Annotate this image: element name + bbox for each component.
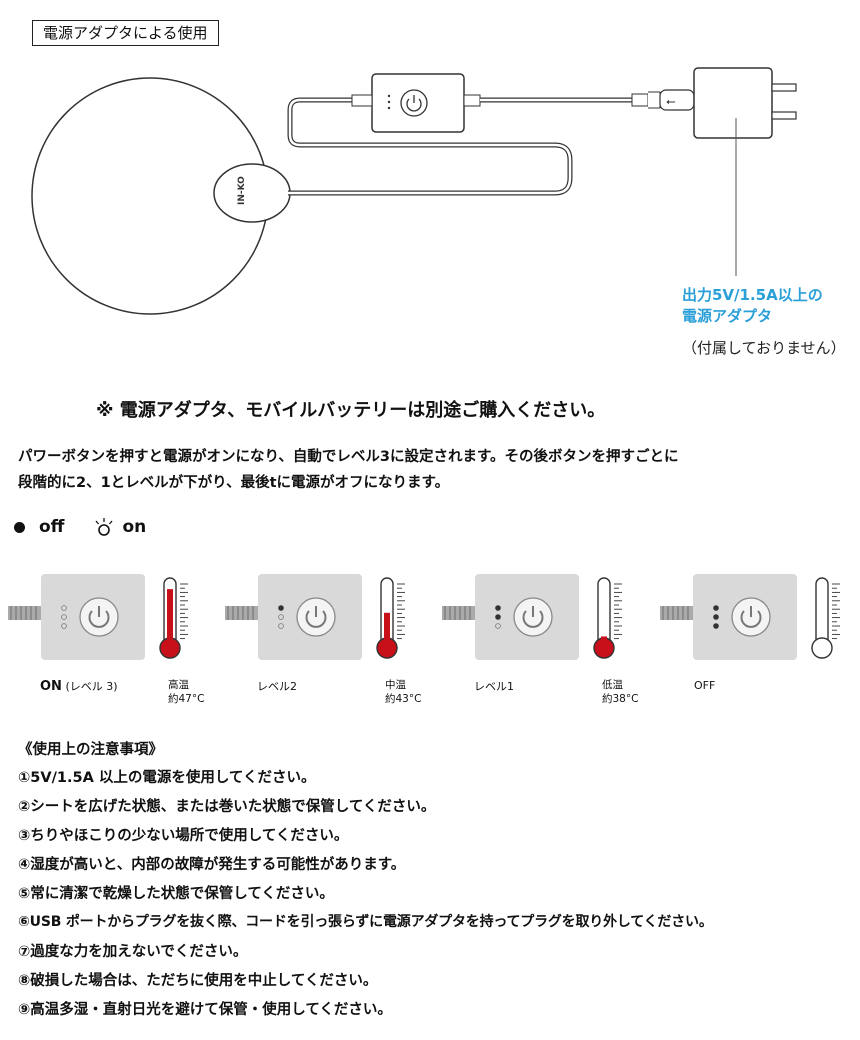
caution-item: ⑦過度な力を加えないでください。 <box>18 944 248 960</box>
cable-stub <box>660 606 694 620</box>
caution-item: ④湿度が高いと、内部の故障が発生する可能性があります。 <box>18 857 406 873</box>
led-indicator <box>278 614 284 620</box>
level-sub-label: レベル2 <box>257 680 297 693</box>
caution-item: ②シートを広げた状態、または巻いた状態で保管してください。 <box>18 799 436 815</box>
level-state: ON (レベル 3) 高温約47°C <box>8 560 218 710</box>
led-indicator <box>61 605 67 611</box>
adapter-notice: ※ 電源アダプタ、モバイルバッテリーは別途ご購入ください。 <box>96 400 606 421</box>
adapter-note-line3: （付属しておりません） <box>682 339 846 357</box>
caution-item: ①5V/1.5A 以上の電源を使用してください。 <box>18 770 316 786</box>
level-state: OFF <box>660 560 860 710</box>
temp-name: 低温 <box>602 679 623 691</box>
mercury-level <box>167 589 173 648</box>
led-off-icon <box>14 521 25 533</box>
mercury-level <box>384 612 390 648</box>
led-indicator <box>713 605 719 611</box>
temp-name: 中温 <box>385 679 406 691</box>
adapter-note-line1: 出力5V/1.5A以上の <box>682 286 823 304</box>
caution-item: ⑧破損した場合は、ただちに使用を中止してください。 <box>18 973 378 989</box>
led-indicator <box>495 614 501 620</box>
adapter-note-line2: 電源アダプタ <box>682 307 773 325</box>
led-indicator <box>713 623 719 629</box>
temp-value: 約38°C <box>602 693 639 705</box>
led-indicator <box>61 614 67 620</box>
cable-stub <box>225 606 259 620</box>
temp-value: 約43°C <box>385 693 422 705</box>
led-indicator <box>495 605 501 611</box>
caution-item: ⑤常に清潔で乾燥した状態で保管してください。 <box>18 886 334 902</box>
power-adapter <box>693 67 773 139</box>
product-illustration: IN-KO ⭠ <box>31 67 797 315</box>
caution-item: ⑥USB ポートからプラグを抜く際、コードを引っ張らずに電源アダプタを持ってプラ… <box>18 914 713 930</box>
level-main-label: ON <box>40 679 62 694</box>
temp-name: 高温 <box>168 679 189 691</box>
section-title: 電源アダプタによる使用 <box>32 20 219 46</box>
temp-value: 約47°C <box>168 693 205 705</box>
led-indicator <box>495 623 501 629</box>
legend-off-label: off <box>39 517 65 537</box>
led-indicator <box>713 614 719 620</box>
legend-on-label: on <box>122 517 147 537</box>
pad-connector <box>213 163 291 223</box>
description-line1: パワーボタンを押すと電源がオンになり、自動でレベル3に設定されます。その後ボタン… <box>18 449 679 465</box>
led-indicator <box>61 623 67 629</box>
led-legend: off on <box>14 516 146 538</box>
level-sub-label: レベル1 <box>474 680 514 693</box>
level-sub-label: (レベル 3) <box>65 680 118 693</box>
led-indicator <box>278 623 284 629</box>
brand-logo: IN-KO <box>237 176 247 205</box>
caution-item: ③ちりやほこりの少ない場所で使用してください。 <box>18 828 349 844</box>
cable-stub <box>442 606 476 620</box>
usb-icon: ⭠ <box>666 94 676 108</box>
cable-stub <box>8 606 42 620</box>
level-state: レベル1 低温約38°C <box>442 560 652 710</box>
description-line2: 段階的に2、1とレベルが下がり、最後tに電源がオフになります。 <box>18 475 450 491</box>
led-indicator <box>278 605 284 611</box>
cautions-title: 《使用上の注意事項》 <box>18 742 163 758</box>
level-state: レベル2 中温約43°C <box>225 560 435 710</box>
caution-item: ⑨高温多湿・直射日光を避けて保管・使用してください。 <box>18 1002 392 1018</box>
level-sub-label: OFF <box>694 679 716 692</box>
led-on-icon <box>95 518 113 536</box>
